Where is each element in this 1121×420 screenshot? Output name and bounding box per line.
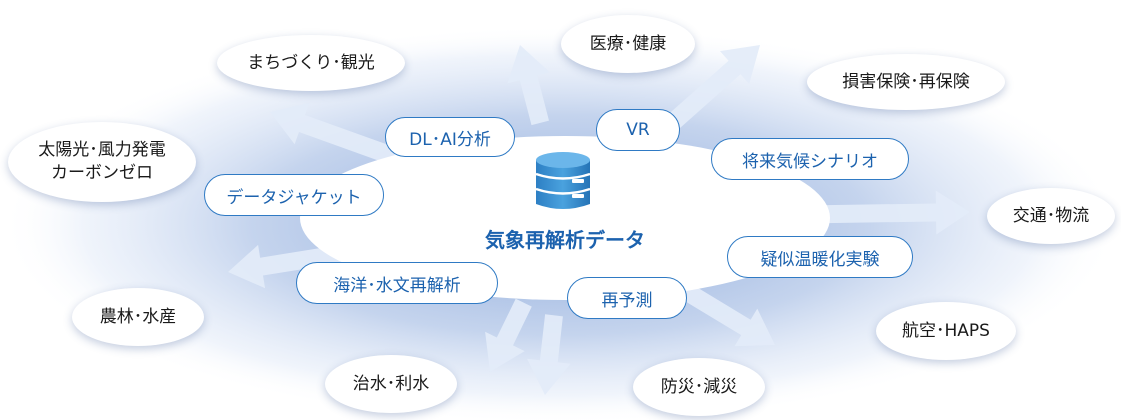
field-agri[interactable]: 農林･水産 (72, 288, 204, 346)
arrow-3 (787, 190, 970, 235)
technique-reforecast[interactable]: 再予測 (567, 277, 687, 319)
center-disc (300, 136, 830, 300)
center-title: 気象再解析データ (485, 228, 645, 252)
technique-pseudo-warming[interactable]: 疑似温暖化実験 (727, 236, 913, 278)
technique-vr[interactable]: VR (596, 109, 680, 151)
technique-ocean-hydro[interactable]: 海洋･水文再解析 (296, 262, 498, 304)
field-transport[interactable]: 交通･物流 (987, 188, 1115, 244)
field-medical[interactable]: 医療･健康 (561, 15, 695, 73)
technique-dl-ai[interactable]: DL･AI分析 (385, 117, 515, 157)
arrow-0 (270, 102, 406, 169)
arrows (228, 45, 970, 395)
field-disaster[interactable]: 防災･減災 (633, 358, 765, 416)
field-energy[interactable]: 太陽光･風力発電 カーボンゼロ (8, 122, 196, 202)
field-flood[interactable]: 治水･利水 (325, 355, 457, 413)
arrow-1 (507, 45, 550, 126)
database-icon (535, 152, 591, 209)
field-town[interactable]: まちづくり･観光 (217, 35, 405, 91)
arrow-5 (527, 314, 571, 395)
field-aviation[interactable]: 航空･HAPS (876, 302, 1016, 360)
arrow-6 (485, 298, 532, 372)
arrow-4 (675, 280, 775, 347)
field-insurance[interactable]: 損害保険･再保険 (807, 54, 1005, 110)
technique-data-jacket[interactable]: データジャケット (204, 174, 384, 216)
arrow-2 (666, 45, 760, 130)
technique-future-climate[interactable]: 将来気候シナリオ (711, 138, 909, 180)
